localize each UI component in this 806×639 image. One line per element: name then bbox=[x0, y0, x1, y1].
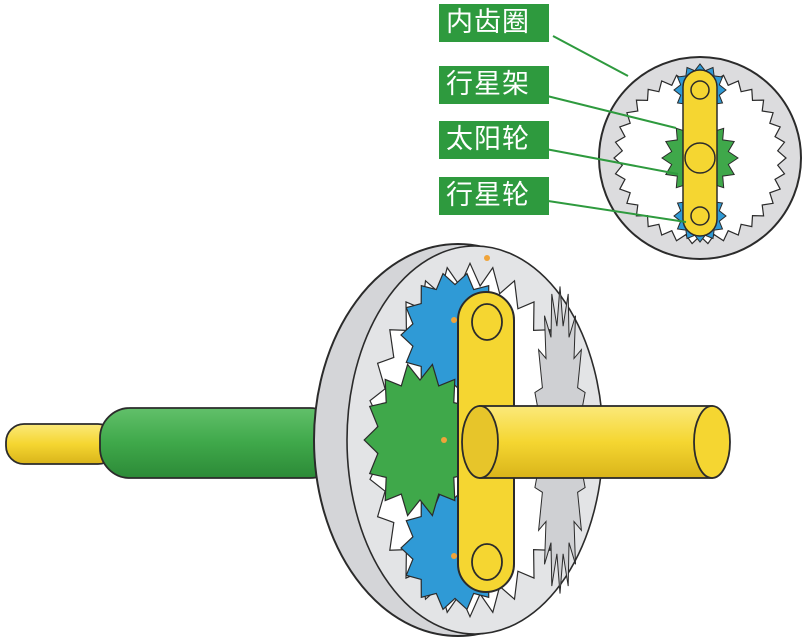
planet-gear-label: 行星轮 bbox=[439, 177, 549, 215]
inset-carrier-pin-top bbox=[690, 80, 710, 100]
ring-gear-label: 内齿圈 bbox=[439, 4, 549, 42]
marker-dots bbox=[441, 255, 490, 559]
sun-gear bbox=[363, 363, 477, 517]
inset-carrier-pin-bottom bbox=[690, 206, 710, 226]
input-shaft bbox=[5, 407, 341, 479]
leader-lines bbox=[534, 35, 687, 223]
inset-cross-section bbox=[598, 56, 802, 260]
planet-carrier-label: 行星架 bbox=[439, 66, 549, 104]
leader-planet-gear bbox=[534, 198, 687, 223]
output-shaft bbox=[461, 405, 731, 479]
inset-carrier-hub bbox=[684, 142, 716, 174]
leader-sun-gear bbox=[534, 146, 679, 175]
leader-planet-carrier bbox=[534, 92, 677, 129]
leader-ring-gear bbox=[552, 35, 629, 77]
sun-gear-label: 太阳轮 bbox=[439, 121, 549, 159]
